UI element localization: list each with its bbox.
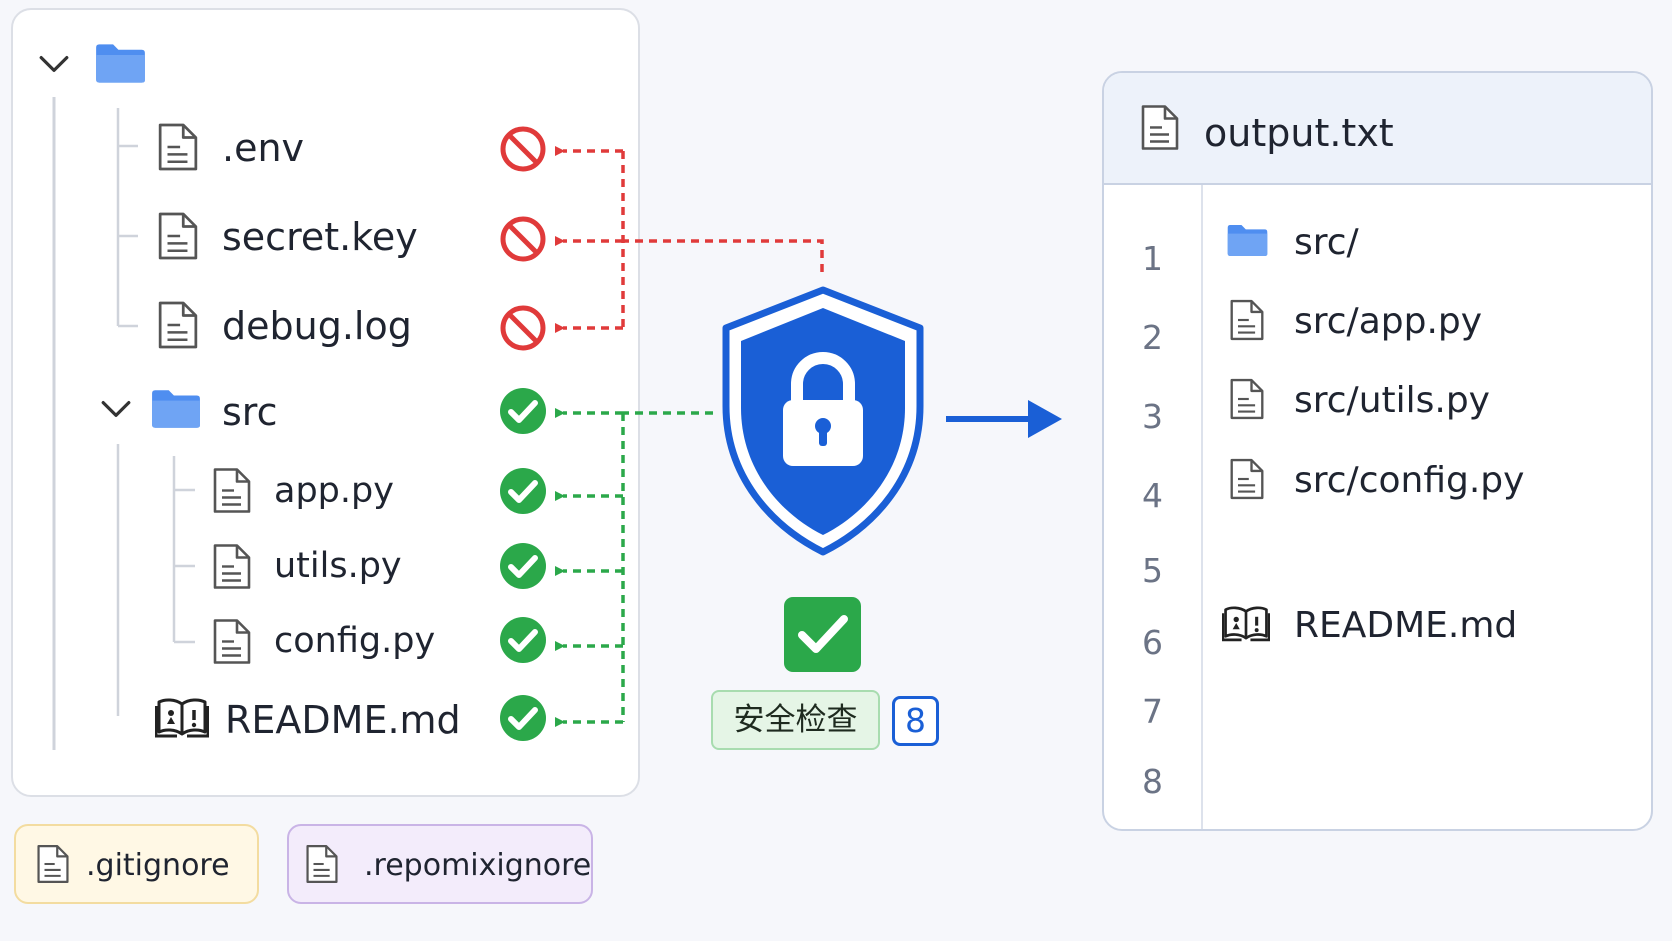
tree-item-config-py[interactable]: config.py bbox=[274, 621, 436, 661]
file-icon bbox=[1229, 298, 1265, 342]
line-number: 3 bbox=[1142, 397, 1163, 436]
gitignore-label: .gitignore bbox=[86, 848, 230, 883]
file-icon bbox=[1229, 377, 1265, 421]
output-line: src/app.py bbox=[1294, 301, 1483, 342]
line-number: 5 bbox=[1142, 551, 1163, 590]
file-icon bbox=[1229, 457, 1265, 501]
file-icon bbox=[1140, 103, 1180, 152]
folder-icon bbox=[1226, 223, 1269, 258]
tree-item-utils-py[interactable]: utils.py bbox=[274, 546, 402, 586]
tree-item-readme[interactable]: README.md bbox=[225, 698, 461, 742]
repomixignore-label: .repomixignore bbox=[364, 848, 592, 883]
security-check-label: 安全检查 bbox=[711, 690, 880, 750]
output-filename: output.txt bbox=[1204, 111, 1394, 155]
output-line: src/config.py bbox=[1294, 460, 1525, 501]
security-check-count-badge: 8 bbox=[892, 696, 939, 746]
file-icon bbox=[305, 843, 339, 885]
check-square-icon bbox=[784, 597, 861, 672]
tree-item-app-py[interactable]: app.py bbox=[274, 471, 394, 511]
line-number: 4 bbox=[1142, 476, 1163, 515]
line-number: 8 bbox=[1142, 762, 1163, 801]
line-number: 1 bbox=[1142, 239, 1163, 278]
output-file-header: output.txt bbox=[1104, 73, 1651, 185]
tree-item-src[interactable]: src bbox=[222, 390, 278, 434]
line-number: 6 bbox=[1142, 623, 1163, 662]
output-line: src/ bbox=[1294, 222, 1359, 263]
shield-lock-icon bbox=[722, 286, 924, 556]
gitignore-chip[interactable]: .gitignore bbox=[14, 824, 259, 904]
output-line: README.md bbox=[1294, 605, 1518, 646]
line-number: 7 bbox=[1142, 692, 1163, 731]
file-icon bbox=[36, 843, 70, 885]
repomixignore-chip[interactable]: .repomixignore bbox=[287, 824, 593, 904]
tree-item-secret-key[interactable]: secret.key bbox=[222, 215, 418, 259]
line-number-gutter: 1 2 3 4 5 6 7 8 bbox=[1104, 185, 1203, 829]
output-file-panel: output.txt 1 2 3 4 5 6 7 8 src/ src/app.… bbox=[1102, 71, 1653, 831]
tree-item-debug-log[interactable]: debug.log bbox=[222, 304, 412, 348]
output-line: src/utils.py bbox=[1294, 380, 1490, 421]
book-icon bbox=[1222, 604, 1270, 642]
tree-item-env[interactable]: .env bbox=[222, 126, 305, 170]
line-number: 2 bbox=[1142, 318, 1163, 357]
